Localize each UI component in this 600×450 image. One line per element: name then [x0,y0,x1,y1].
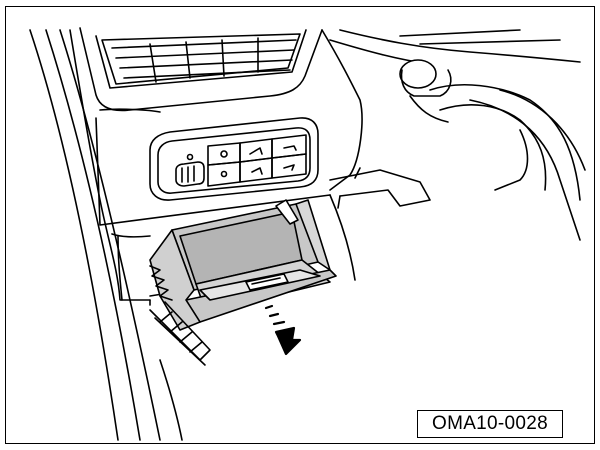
footwell-trim [149,301,211,366]
switch-panel [149,117,319,201]
dashboard-body [69,29,363,301]
open-direction-arrow [264,304,302,356]
lower-trim-right [329,167,431,209]
storage-tray [149,199,337,331]
floor-edge [159,359,183,441]
air-vent [79,27,323,112]
figure-reference-code: OMA10-0028 [417,410,563,438]
door-trim-lines [29,29,161,441]
steering-column [329,29,586,241]
figure-frame [5,6,595,444]
